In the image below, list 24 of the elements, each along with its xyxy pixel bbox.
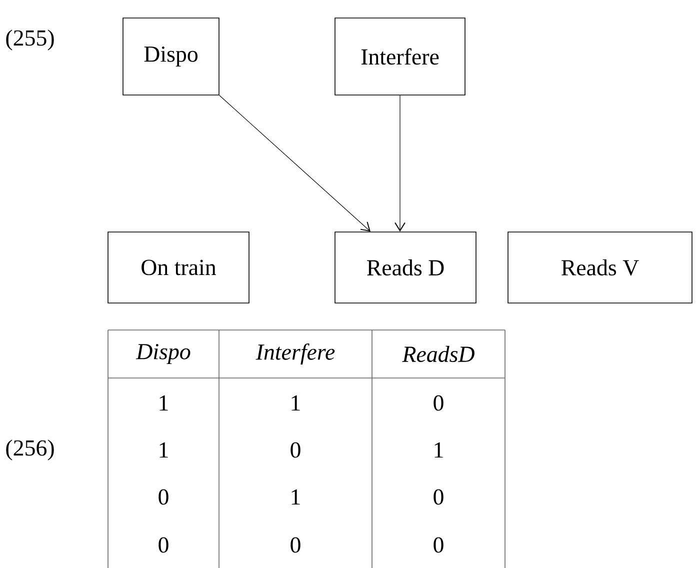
- arrow: [219, 95, 370, 232]
- table-value: 1: [434, 442, 443, 458]
- column-header: Dispo: [136, 344, 190, 364]
- table-value: 1: [160, 442, 168, 458]
- table-value: 0: [158, 537, 168, 553]
- table-value: 0: [290, 537, 300, 553]
- column-header: Interfere: [256, 343, 335, 364]
- table-value: 0: [434, 395, 444, 411]
- box: Reads V: [508, 232, 692, 304]
- table-value: 0: [290, 442, 300, 458]
- equation-number: (256): [6, 440, 54, 460]
- column-header: ReadsD: [402, 346, 474, 362]
- box: On train: [108, 232, 250, 304]
- box: Dispo: [122, 18, 220, 96]
- table-value: 1: [160, 395, 168, 411]
- box: Reads D: [334, 232, 476, 304]
- table-value: 0: [158, 489, 168, 505]
- table-value: 1: [292, 395, 300, 411]
- table-value: 0: [434, 537, 444, 553]
- table-value: 1: [292, 489, 300, 505]
- arrow: [394, 95, 406, 232]
- box: Interfere: [334, 18, 466, 96]
- equation-number: (255): [6, 30, 54, 50]
- table-value: 0: [434, 489, 444, 505]
